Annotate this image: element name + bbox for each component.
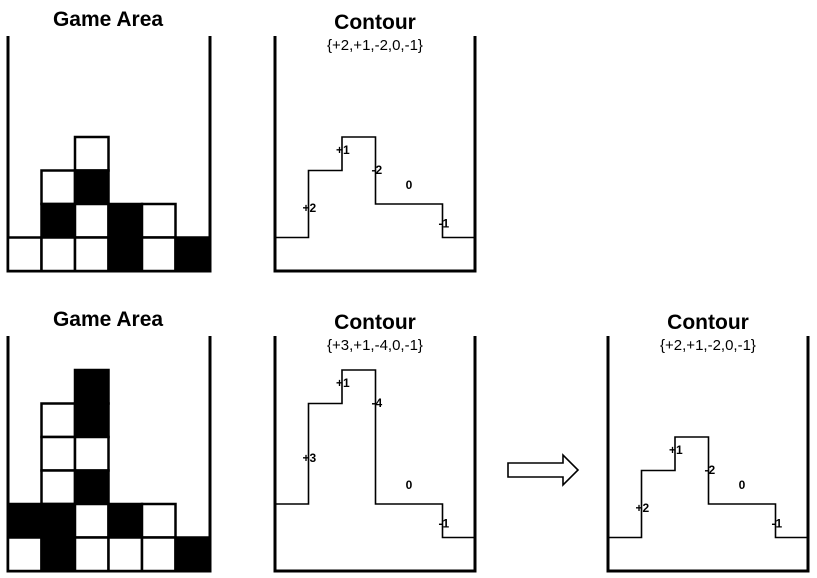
filled-block — [73, 169, 110, 206]
empty-block — [73, 135, 110, 172]
panel-title: Contour — [334, 311, 416, 334]
empty-block — [40, 169, 77, 206]
empty-block — [140, 536, 177, 573]
contour-line — [275, 136, 476, 239]
filled-block — [6, 502, 43, 539]
step-label: +1 — [336, 376, 350, 390]
step-label: -2 — [372, 163, 383, 177]
filled-block — [73, 469, 110, 506]
empty-block — [107, 536, 144, 573]
well-outline — [606, 336, 810, 573]
panel-title: Contour — [667, 311, 749, 334]
filled-block — [40, 202, 77, 239]
contour-panel-2: Contour {+3,+1,-4,0,-1} +3 +1 -4 0 -1 — [273, 311, 477, 573]
filled-block — [40, 536, 77, 573]
contour-sequence: {+2,+1,-2,0,-1} — [327, 37, 423, 54]
empty-block — [6, 536, 43, 573]
filled-block — [73, 402, 110, 439]
step-label: +3 — [303, 451, 317, 465]
filled-block — [107, 202, 144, 239]
game-area-panel-2: Game Area — [6, 308, 212, 573]
empty-block — [73, 536, 110, 573]
step-label: 0 — [406, 478, 413, 492]
empty-block — [140, 502, 177, 539]
contour-line — [608, 436, 809, 539]
empty-block — [140, 236, 177, 273]
block-grid — [6, 135, 211, 273]
well-outline — [273, 36, 477, 273]
contour-sequence: {+2,+1,-2,0,-1} — [660, 337, 756, 354]
empty-block — [140, 202, 177, 239]
filled-block — [73, 368, 110, 405]
step-label: 0 — [406, 178, 413, 192]
empty-block — [73, 202, 110, 239]
panel-title: Game Area — [53, 8, 163, 31]
filled-block — [174, 236, 211, 273]
empty-block — [73, 502, 110, 539]
step-label: +2 — [636, 501, 650, 515]
contour-panel-3: Contour {+2,+1,-2,0,-1} +2 +1 -2 0 -1 — [606, 311, 810, 573]
filled-block — [107, 236, 144, 273]
panel-title: Contour — [334, 11, 416, 34]
empty-block — [73, 236, 110, 273]
filled-block — [40, 502, 77, 539]
contour-line-group: +3 +1 -4 0 -1 — [275, 369, 476, 539]
empty-block — [6, 236, 43, 273]
step-label: -1 — [439, 217, 450, 231]
step-label: +1 — [336, 143, 350, 157]
step-label: +2 — [303, 201, 317, 215]
contour-line-group: +2 +1 -2 0 -1 — [608, 436, 809, 539]
step-label: -1 — [439, 517, 450, 531]
step-label: -4 — [372, 396, 383, 410]
step-label: -1 — [772, 517, 783, 531]
empty-block — [40, 469, 77, 506]
step-label: -2 — [705, 463, 716, 477]
contour-line — [275, 369, 476, 539]
contour-sequence: {+3,+1,-4,0,-1} — [327, 337, 423, 354]
empty-block — [73, 435, 110, 472]
well-outline — [273, 336, 477, 573]
step-label: 0 — [739, 478, 746, 492]
right-arrow-icon — [507, 453, 580, 487]
step-label: +1 — [669, 443, 683, 457]
game-area-panel-1: Game Area — [6, 8, 212, 273]
empty-block — [40, 435, 77, 472]
filled-block — [174, 536, 211, 573]
panel-title: Game Area — [53, 308, 163, 331]
filled-block — [107, 502, 144, 539]
empty-block — [40, 236, 77, 273]
contour-panel-1: Contour {+2,+1,-2,0,-1} +2 +1 -2 0 -1 — [273, 11, 477, 273]
contour-line-group: +2 +1 -2 0 -1 — [275, 136, 476, 239]
empty-block — [40, 402, 77, 439]
block-grid — [6, 368, 211, 573]
